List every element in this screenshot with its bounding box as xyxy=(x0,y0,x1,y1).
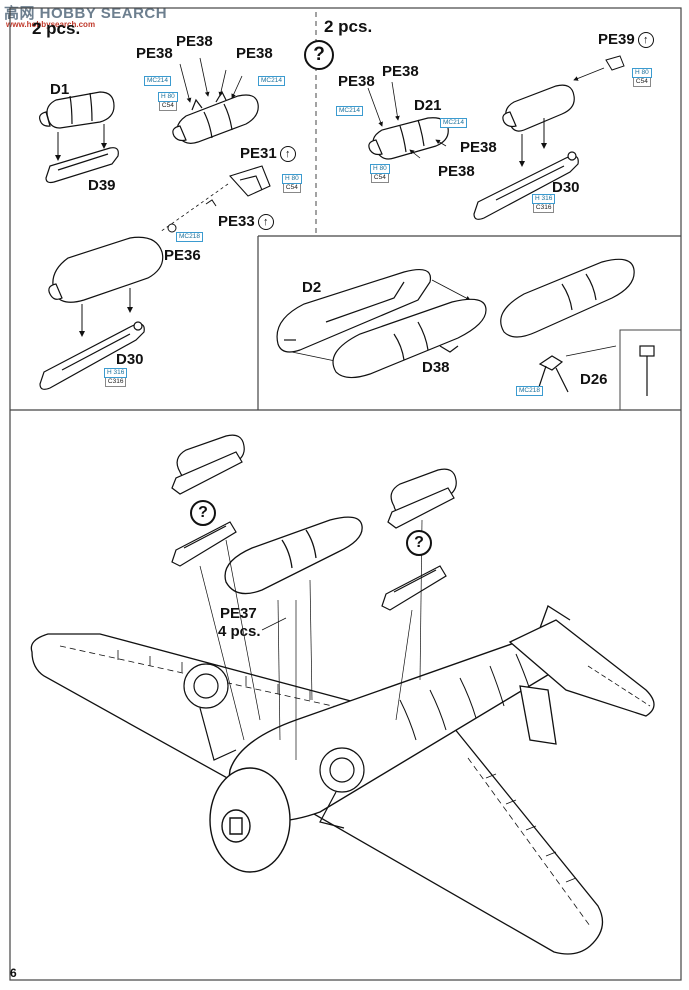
part-d38-fairing xyxy=(332,298,487,379)
label-pe38-e: PE38 xyxy=(338,73,375,90)
step-qty-heading: 2 pcs. xyxy=(324,17,373,36)
tag-c54: C54 xyxy=(632,78,651,87)
tag-c54: C54 xyxy=(158,102,177,111)
label-pe36: PE36 xyxy=(164,247,201,264)
part-d30-pylon-right xyxy=(473,151,579,220)
label-pe33: PE33↑ xyxy=(218,213,274,231)
label-pe31: PE31↑ xyxy=(240,145,296,163)
question-icon: ? xyxy=(304,40,334,70)
label-pe37: PE37 xyxy=(220,605,257,622)
color-tag-h316-c316-b: H 316 C316 xyxy=(532,194,556,213)
label-pe37-qty: 4 pcs. xyxy=(218,623,261,640)
inset-panel-frame xyxy=(257,235,681,410)
tag-h80: H 80 xyxy=(370,164,390,174)
assembly-center-fairing xyxy=(224,516,363,595)
tag-h80: H 80 xyxy=(282,174,302,184)
label-pe38-a: PE38 xyxy=(176,33,213,50)
tag-h316: H 316 xyxy=(104,368,128,378)
aircraft-engine-cowl xyxy=(209,767,291,873)
assembly-guide-lines xyxy=(199,519,423,760)
label-d2: D2 xyxy=(302,279,322,296)
page-number: 6 xyxy=(10,966,17,980)
aircraft-landing-gear-left xyxy=(183,663,237,761)
part-pe38-tank-left xyxy=(172,90,259,144)
tag-c316: C316 xyxy=(532,204,555,213)
label-d30-left: D30 xyxy=(116,351,144,368)
part-d39-cradle xyxy=(45,147,119,184)
step-qty-left: 2 pcs. xyxy=(32,19,81,38)
assembly-tank-top-left xyxy=(171,434,245,495)
part-pe31-bracket xyxy=(229,165,271,197)
watermark-url: www.hobbysearch.com xyxy=(6,20,96,29)
tag-h80: H 80 xyxy=(632,68,652,78)
arrow-up-icon: ↑ xyxy=(257,214,274,231)
color-tag-mc214-c: MC214 xyxy=(336,106,363,116)
part-d21-tank xyxy=(368,117,449,160)
tag-c54: C54 xyxy=(370,174,389,183)
color-tag-mc218-a: MC218 xyxy=(176,232,203,242)
assembly-pylon-right xyxy=(381,565,447,611)
label-d30-right: D30 xyxy=(552,179,580,196)
color-tag-h80-c54-b: H 80 C54 xyxy=(282,174,302,193)
label-pe38-f: PE38 xyxy=(460,139,497,156)
assembly-tank-top-right xyxy=(387,468,457,529)
question-icon: ? xyxy=(190,500,216,526)
part-pe36-disc xyxy=(167,199,217,233)
aircraft-landing-gear-right xyxy=(319,747,365,829)
label-pe39-text: PE39 xyxy=(598,31,635,48)
label-pe31-text: PE31 xyxy=(240,145,277,162)
arrow-up-icon: ↑ xyxy=(279,146,296,163)
color-tag-h80-c54-d: H 80 C54 xyxy=(632,68,652,87)
part-tank-upper-right xyxy=(502,84,575,132)
question-icon: ? xyxy=(406,530,432,556)
color-tag-mc218-b: MC218 xyxy=(516,386,543,396)
page-frame xyxy=(9,7,682,981)
detail-pin xyxy=(639,345,655,396)
part-pe39-clip xyxy=(605,55,625,71)
label-d21: D21 xyxy=(414,97,442,114)
label-pe33-text: PE33 xyxy=(218,213,255,230)
arrow-up-icon: ↑ xyxy=(637,32,654,49)
part-d2-fairing xyxy=(276,269,432,353)
aircraft-right-wing xyxy=(298,727,604,955)
label-d26: D26 xyxy=(580,371,608,388)
detail-inset-frame xyxy=(619,329,682,411)
part-d26-tank-assembled xyxy=(500,258,635,338)
color-tag-mc214-d: MC214 xyxy=(440,118,467,128)
tag-h316: H 316 xyxy=(532,194,556,204)
aircraft-tail xyxy=(508,605,655,745)
label-d39: D39 xyxy=(88,177,116,194)
label-pe38-c: PE38 xyxy=(236,45,273,62)
color-tag-h316-c316-a: H 316 C316 xyxy=(104,368,128,387)
label-d1: D1 xyxy=(50,81,70,98)
color-tag-mc214-a: MC214 xyxy=(144,76,171,86)
color-tag-mc214-b: MC214 xyxy=(258,76,285,86)
part-d26-strut xyxy=(537,355,569,393)
part-tank-lower-left xyxy=(48,236,164,303)
tag-c54: C54 xyxy=(282,184,301,193)
label-pe39: PE39↑ xyxy=(598,31,654,49)
assembly-pylon-left xyxy=(171,521,237,567)
part-d30-pylon-left xyxy=(39,321,145,390)
part-d1-tank xyxy=(39,91,115,129)
color-tag-h80-c54-a: H 80 C54 xyxy=(158,92,178,111)
tag-h80: H 80 xyxy=(158,92,178,102)
tag-c316: C316 xyxy=(104,378,127,387)
label-pe38-d: PE38 xyxy=(382,63,419,80)
color-tag-h80-c54-c: H 80 C54 xyxy=(370,164,390,183)
label-pe38-g: PE38 xyxy=(438,163,475,180)
label-pe38-b: PE38 xyxy=(136,45,173,62)
watermark-logo: 高网 HOBBY SEARCH xyxy=(4,5,168,22)
label-d38: D38 xyxy=(422,359,450,376)
